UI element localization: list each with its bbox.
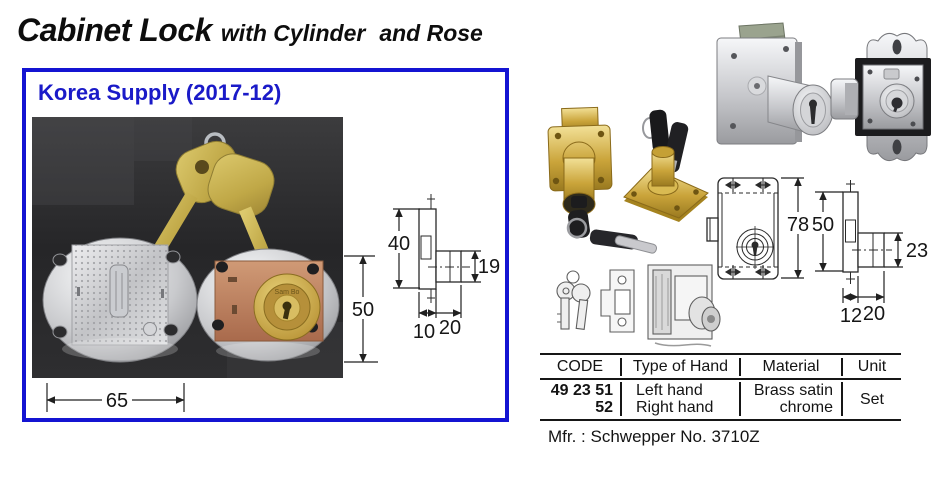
- table-header-row: CODE Type of Hand Material Unit: [540, 353, 901, 380]
- cabinet-lock-photo: Sam Bo: [32, 117, 343, 378]
- col-header-unit: Unit: [857, 357, 887, 375]
- dim-20-right: 20: [863, 303, 885, 325]
- material-line-1: Brass satin: [753, 382, 833, 399]
- manufacturer-note: Mfr. : Schwepper No. 3710Z: [548, 427, 760, 446]
- cell-code: 49 23 51 52: [540, 382, 622, 416]
- key-ring: [566, 217, 588, 239]
- chrome-lock-photo: [716, 22, 834, 145]
- keys-sketch: [556, 270, 591, 330]
- title-product: Cabinet Lock: [17, 12, 212, 48]
- cell-hand: Left hand Right hand: [622, 382, 741, 416]
- col-header-material: Material: [741, 357, 843, 376]
- col-header-hand: Type of Hand: [622, 357, 741, 376]
- hand-line-1: Left hand: [636, 382, 703, 399]
- cell-unit: Set: [859, 390, 884, 408]
- lock-front-view: Sam Bo: [196, 248, 340, 362]
- material-line-2: chrome: [779, 399, 833, 416]
- brass-lock-angled-photo: [623, 109, 709, 222]
- lock-back-view: [42, 237, 198, 363]
- code-line-1: 49 23 51: [550, 382, 613, 399]
- col-header-code: CODE: [540, 357, 622, 376]
- dim-12: 12: [840, 305, 862, 327]
- rim-lock-photo: [830, 32, 931, 162]
- supplier-label: Korea Supply (2017-12): [38, 80, 282, 105]
- code-line-2: 52: [595, 399, 613, 416]
- title-and-rose: and Rose: [379, 20, 483, 46]
- black-key: [649, 109, 670, 153]
- table-row: 49 23 51 52 Left hand Right hand Brass s…: [540, 380, 901, 421]
- spec-table: CODE Type of Hand Material Unit 49 23 51…: [540, 353, 901, 421]
- title-with-cylinder: with Cylinder: [220, 20, 366, 46]
- brand-stamp-text: Sam Bo: [275, 289, 300, 296]
- strike-plate-sketch: [600, 269, 635, 333]
- lock-body-sketch: [647, 264, 721, 347]
- product-photos: [547, 22, 931, 254]
- brand-stamp-plate: [109, 264, 129, 318]
- cell-material: Brass satin chrome: [741, 382, 843, 416]
- page-title: Cabinet Lock with Cylinder and Rose: [17, 12, 483, 49]
- hand-line-2: Right hand: [636, 399, 714, 416]
- brass-lock-front-photo: [547, 106, 657, 254]
